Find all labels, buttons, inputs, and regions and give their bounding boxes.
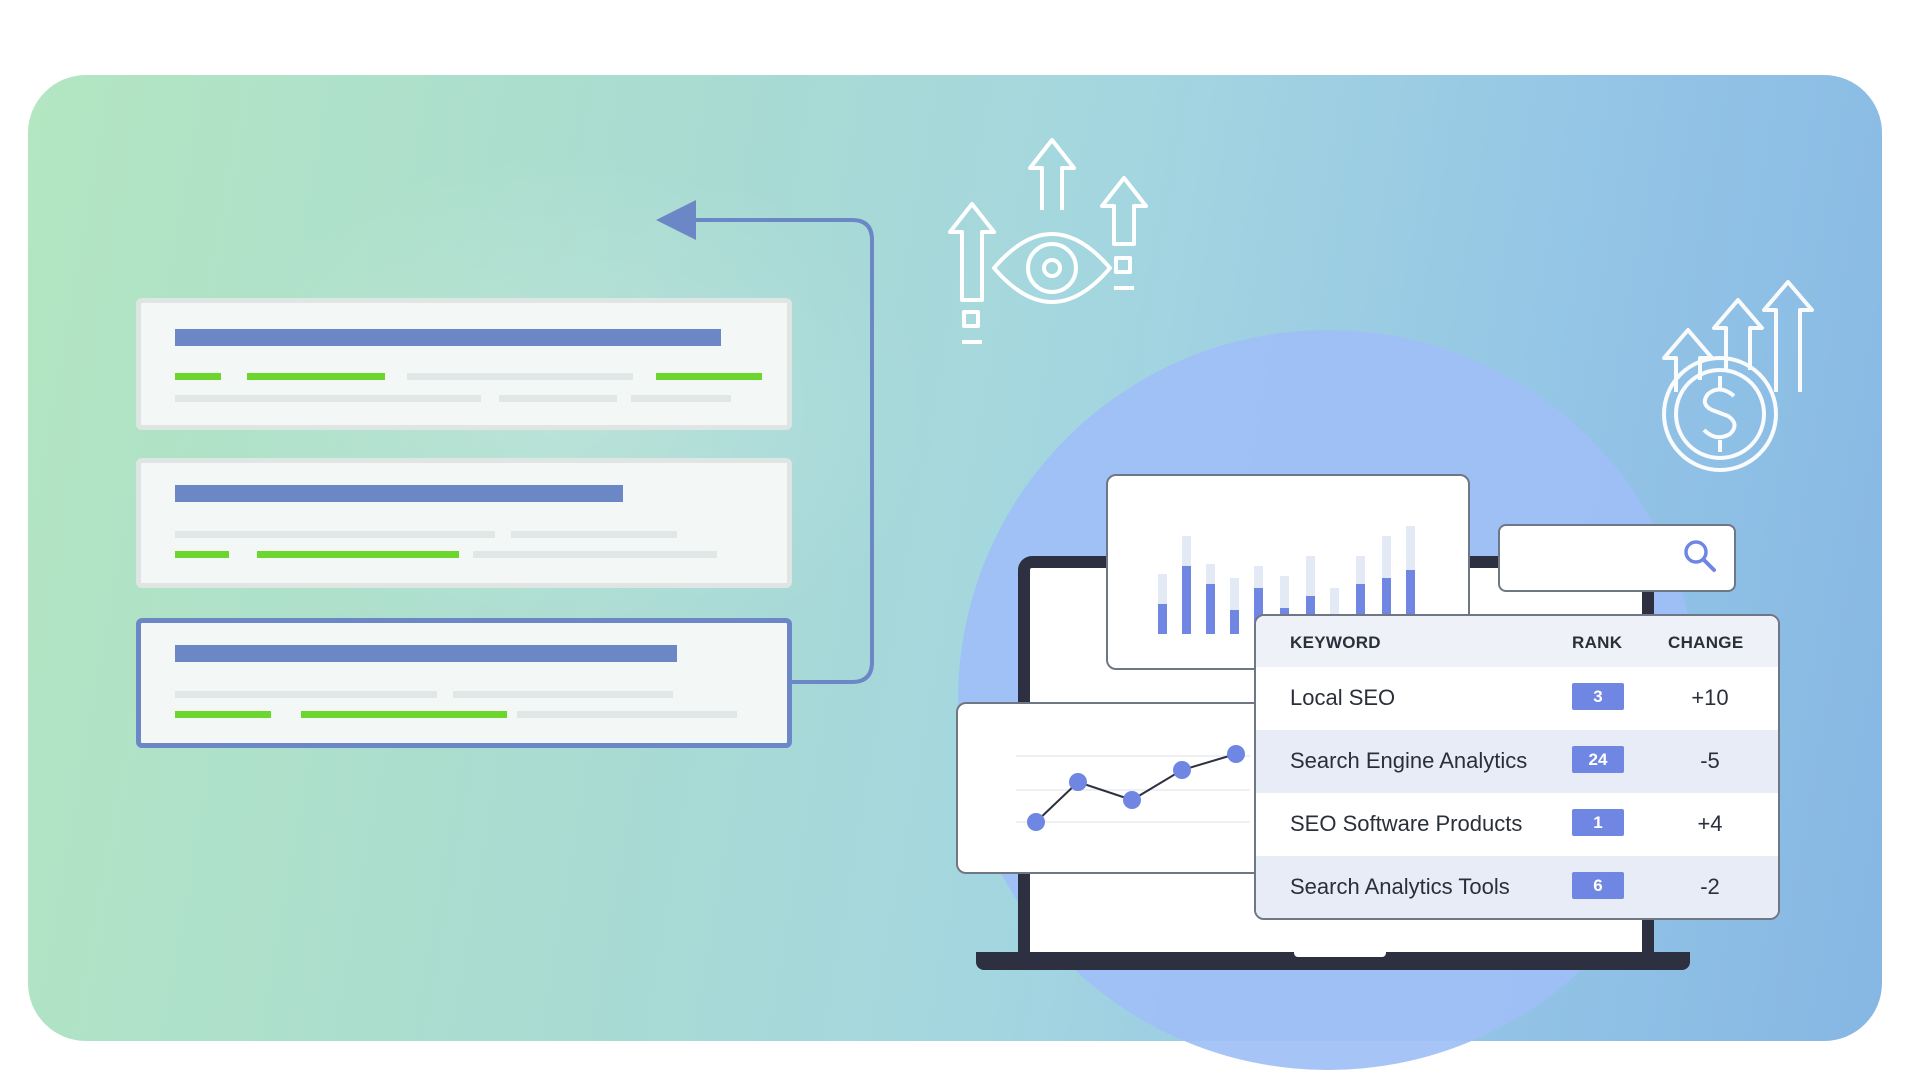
keyword-highlight [247,373,385,380]
change-cell: +4 [1697,811,1723,836]
line-chart-point [1123,791,1141,809]
result-title-bar [175,329,721,346]
table-header: KEYWORD RANK CHANGE [1256,616,1778,667]
line-chart-point [1173,761,1191,779]
bar [1254,588,1263,634]
laptop-notch [1294,952,1386,957]
table-row[interactable]: Search Analytics Tools 6 -2 [1256,856,1778,918]
line-chart-point [1069,773,1087,791]
change-cell: -2 [1700,874,1720,899]
keyword-highlight [175,711,271,718]
rank-badge: 1 [1572,809,1624,836]
search-result-card-2 [136,458,792,588]
change-cell: +10 [1691,685,1729,710]
text-line [175,531,495,538]
text-line [473,551,717,558]
bar [1406,570,1415,634]
text-line [511,531,677,538]
search-result-card-3 [136,618,792,748]
bar [1230,610,1239,634]
table-row[interactable]: SEO Software Products 1 +4 [1256,793,1778,856]
result-title-bar [175,645,677,662]
keyword-cell: Search Engine Analytics [1290,748,1528,773]
rank-badge: 6 [1572,872,1624,899]
laptop-base [976,952,1690,970]
line-chart-point [1027,813,1045,831]
keyword-cell: SEO Software Products [1290,811,1523,836]
bar-background [1330,588,1339,634]
bar-background [1230,578,1239,634]
bar-background [1306,556,1315,634]
text-line [499,395,617,402]
change-cell: -5 [1700,748,1720,773]
column-header-keyword: KEYWORD [1290,633,1381,652]
result-title-bar [175,485,623,502]
line-chart-point [1227,745,1245,763]
bar [1158,604,1167,634]
column-header-change: CHANGE [1668,633,1744,652]
bar [1206,584,1215,634]
keyword-highlight [175,551,229,558]
bar [1182,566,1191,634]
keyword-highlight [175,373,221,380]
keyword-highlight [301,711,507,718]
text-line [453,691,673,698]
table-row[interactable]: Search Engine Analytics 24 -5 [1256,730,1778,793]
table-row[interactable]: Local SEO 3 +10 [1256,667,1778,730]
column-header-rank: RANK [1572,633,1623,652]
keyword-highlight [656,373,762,380]
keyword-cell: Search Analytics Tools [1290,874,1510,899]
bar [1356,584,1365,634]
rank-badge: 24 [1572,746,1624,773]
text-line [175,691,437,698]
text-line [175,395,481,402]
search-input[interactable] [1498,524,1736,592]
line-chart-card [956,702,1274,874]
text-line [517,711,737,718]
text-line [407,373,633,380]
keyword-rank-table: KEYWORD RANK CHANGE Local SEO 3 +10 Sear… [1254,614,1780,920]
search-result-card-1 [136,298,792,430]
rank-badge: 3 [1572,683,1624,710]
bar [1382,578,1391,634]
bar-background [1280,576,1289,634]
text-line [631,395,731,402]
keyword-highlight [257,551,459,558]
keyword-cell: Local SEO [1290,685,1396,710]
